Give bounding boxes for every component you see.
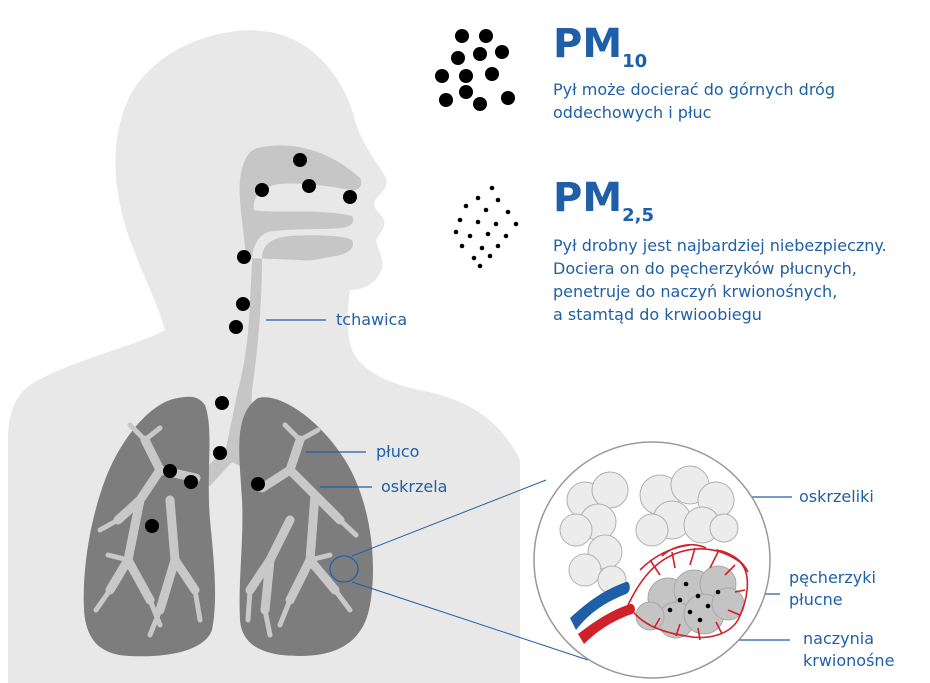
trachea-label: tchawica xyxy=(336,310,407,330)
alveoli-label-line-1: pęcherzyki xyxy=(789,568,876,588)
bronchi-label: oskrzela xyxy=(381,477,447,497)
pm25-title: PM2,5 xyxy=(553,176,654,238)
pm10-title: PM10 xyxy=(553,22,647,84)
pm10-desc-line-1: Pył może docierać do górnych dróg xyxy=(553,78,835,101)
pm10-desc-line-2: oddechowych i płuc xyxy=(553,101,835,124)
pm25-description: Pył drobny jest najbardziej niebezpieczn… xyxy=(553,234,887,326)
pm10-subscript: 10 xyxy=(622,51,647,72)
pm25-desc-line-3: penetruje do naczyń krwionośnych, xyxy=(553,280,887,303)
vessels-label-line-1: naczynia xyxy=(803,629,874,649)
pm10-label: PM xyxy=(553,21,622,67)
pm10-description: Pył może docierać do górnych dróg oddech… xyxy=(553,78,835,124)
alveoli-label-line-2: płucne xyxy=(789,590,843,610)
pm10-particles-icon xyxy=(435,29,515,111)
pm25-particles-icon xyxy=(454,186,519,269)
pm25-desc-line-2: Dociera on do pęcherzyków płucnych, xyxy=(553,257,887,280)
vessels-label-line-2: krwionośne xyxy=(803,651,894,671)
alveoli-zoom-circle xyxy=(534,442,770,678)
pm25-desc-line-4: a stamtąd do krwioobiegu xyxy=(553,303,887,326)
pm25-subscript: 2,5 xyxy=(622,205,654,226)
pm25-label: PM xyxy=(553,175,622,221)
bronchioles-label: oskrzeliki xyxy=(799,487,874,507)
lung-label: płuco xyxy=(376,442,419,462)
pm25-desc-line-1: Pył drobny jest najbardziej niebezpieczn… xyxy=(553,234,887,257)
